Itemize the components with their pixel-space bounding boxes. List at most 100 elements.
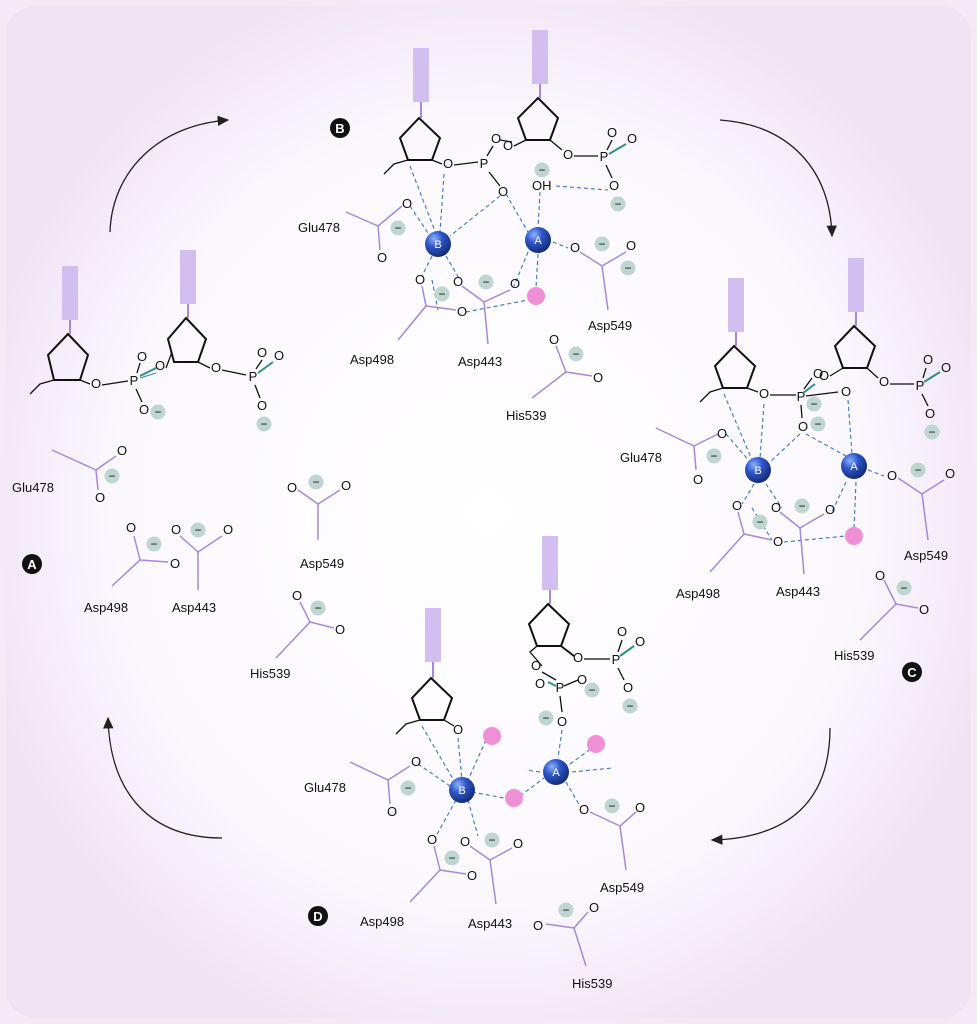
arrow-b-to-c [719,119,837,238]
svg-text:O: O [593,370,603,385]
svg-text:P: P [480,156,489,171]
svg-text:O: O [813,366,823,381]
residue-asp498-a: O O − Asp498 [84,520,180,615]
svg-text:B: B [434,239,441,251]
svg-text:−: − [588,683,595,697]
residue-asp549-b: O O − − Asp549 [570,236,636,333]
svg-text:P: P [916,378,925,393]
residue-asp443-a: O O − Asp443 [171,522,233,615]
svg-text:P: P [130,373,139,388]
metal-ion-a: A [543,759,569,785]
svg-text:O: O [402,196,412,211]
svg-text:O: O [533,918,543,933]
svg-text:−: − [154,405,161,419]
svg-text:O: O [503,138,513,153]
residue-asp498-d: O O − Asp498 [360,832,477,929]
svg-text:−: − [624,261,631,275]
residue-his539-b: O O − His539 [506,332,603,423]
svg-text:−: − [542,711,549,725]
base-block [62,266,78,320]
svg-text:O: O [274,348,284,363]
svg-text:O: O [759,386,769,401]
svg-text:A: A [534,235,542,247]
svg-text:O: O [427,832,437,847]
residue-label: Asp549 [904,548,948,563]
residue-asp498-b: O O − Asp498 [350,272,467,367]
svg-text:O: O [773,534,783,549]
svg-text:O: O [732,498,742,513]
svg-text:O: O [573,650,583,665]
svg-text:O: O [453,274,463,289]
residue-asp443-b: O O − Asp443 [453,274,520,369]
panel-b-badge: B [330,118,350,138]
residue-asp549-c: O O − Asp549 [887,462,955,563]
svg-text:P: P [600,149,609,164]
residue-his539-d: O O − His539 [533,900,613,991]
svg-text:O: O [549,332,559,347]
residue-his539-a: O O − His539 [250,588,345,681]
metal-ion-b: B [745,457,771,483]
svg-text:O: O [879,374,889,389]
arrow-d-to-a [103,716,223,839]
residue-glu478-c: O O − Glu478 [620,426,727,487]
svg-text:P: P [612,652,621,667]
svg-text:O: O [919,602,929,617]
residue-label: Asp443 [458,354,502,369]
svg-text:O: O [287,480,297,495]
svg-text:−: − [810,397,817,411]
residue-label: His539 [572,976,612,991]
svg-text:−: − [798,499,805,513]
residue-his539-c: O O − His539 [834,568,929,663]
background-panel [6,6,971,1018]
arrow-c-to-d [710,727,831,845]
svg-text:O: O [771,500,781,515]
residue-label: Asp549 [588,318,632,333]
residue-label: His539 [506,408,546,423]
svg-text:A: A [552,767,560,779]
svg-text:O: O [535,676,545,691]
residue-label: Glu478 [304,780,346,795]
residue-label: His539 [250,666,290,681]
residue-asp443-d: O O − Asp443 [460,832,523,931]
residue-label: Asp549 [300,556,344,571]
residue-asp498-c: O O − Asp498 [676,498,783,601]
svg-text:O: O [126,520,136,535]
residue-label: Asp443 [776,584,820,599]
residue-label: Asp498 [84,600,128,615]
svg-text:−: − [756,515,763,529]
base-block [532,30,548,84]
svg-text:−: − [608,799,615,813]
residue-asp443-c: O O − Asp443 [771,498,835,599]
svg-text:O: O [841,384,851,399]
base-block [848,258,864,312]
svg-text:P: P [249,369,258,384]
residue-label: Asp443 [468,916,512,931]
svg-text:−: − [404,781,411,795]
residue-label: Glu478 [12,480,54,495]
svg-text:−: − [538,163,545,177]
svg-text:O: O [531,658,541,673]
svg-text:B: B [754,465,761,477]
svg-text:−: − [614,197,621,211]
cycle-arrows [103,115,837,845]
svg-text:−: − [312,475,319,489]
svg-text:−: − [598,237,605,251]
residue-label: Asp549 [600,880,644,895]
svg-text:O: O [377,250,387,265]
water-molecule [587,735,605,753]
svg-text:O: O [117,443,127,458]
svg-text:A: A [850,461,858,473]
base-block [413,48,429,102]
residue-label: Glu478 [298,220,340,235]
hydroxyl-label: OH [532,178,552,193]
svg-text:O: O [635,800,645,815]
svg-text:−: − [394,221,401,235]
water-molecule [527,287,545,305]
svg-text:−: − [488,833,495,847]
svg-text:O: O [607,125,617,140]
svg-text:O: O [467,868,477,883]
svg-text:O: O [460,834,470,849]
svg-text:O: O [453,722,463,737]
svg-text:B: B [335,121,344,136]
